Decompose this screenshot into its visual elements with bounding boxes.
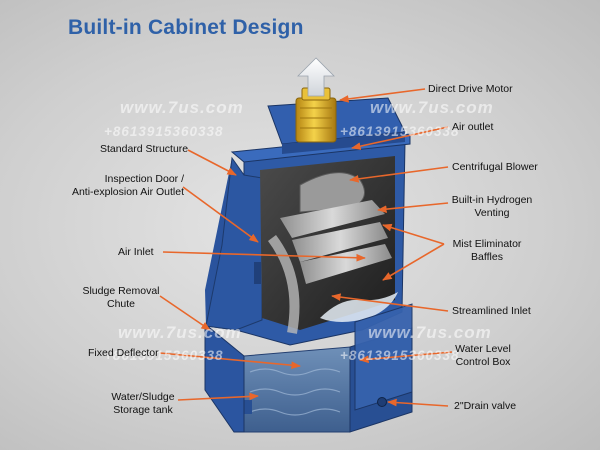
label-inspection-door-line1: Inspection Door / bbox=[58, 173, 184, 186]
label-water-level-line1: Water Level bbox=[452, 343, 514, 356]
label-water-level-line2: Control Box bbox=[452, 356, 514, 369]
cabinet-interior bbox=[260, 156, 398, 333]
watermark-site: www.7us.com bbox=[120, 98, 244, 118]
label-mist-eliminator-line1: Mist Eliminator bbox=[446, 238, 528, 251]
label-storage-tank-line1: Water/Sludge bbox=[104, 391, 182, 404]
label-storage-tank: Water/Sludge Storage tank bbox=[104, 391, 182, 416]
label-air-outlet: Air outlet bbox=[452, 121, 493, 134]
label-drain-valve: 2"Drain valve bbox=[454, 400, 516, 413]
label-fixed-deflector: Fixed Deflector bbox=[88, 347, 159, 360]
watermark-site: www.7us.com bbox=[368, 323, 492, 343]
label-hydrogen-venting: Built-in Hydrogen Venting bbox=[448, 194, 536, 219]
label-centrifugal-blower: Centrifugal Blower bbox=[452, 161, 538, 174]
watermark-phone: +8613915360338 bbox=[340, 124, 460, 139]
label-hydrogen-venting-line1: Built-in Hydrogen bbox=[448, 194, 536, 207]
label-air-inlet: Air Inlet bbox=[118, 246, 154, 259]
label-storage-tank-line2: Storage tank bbox=[104, 404, 182, 417]
label-standard-structure: Standard Structure bbox=[100, 143, 188, 156]
label-water-level-box: Water Level Control Box bbox=[452, 343, 514, 368]
watermark-phone: +8613915360338 bbox=[340, 348, 460, 363]
watermark-site: www.7us.com bbox=[118, 323, 242, 343]
label-sludge-chute: Sludge Removal Chute bbox=[80, 285, 162, 310]
label-inspection-door-line2: Anti-explosion Air Outlet bbox=[58, 186, 184, 199]
label-hydrogen-venting-line2: Venting bbox=[448, 207, 536, 220]
label-streamlined-inlet: Streamlined Inlet bbox=[452, 305, 531, 318]
label-mist-eliminator: Mist Eliminator Baffles bbox=[446, 238, 528, 263]
label-sludge-chute-line1: Sludge Removal bbox=[80, 285, 162, 298]
drain-valve-icon bbox=[378, 398, 387, 407]
label-sludge-chute-line2: Chute bbox=[80, 298, 162, 311]
watermark-site: www.7us.com bbox=[370, 98, 494, 118]
label-direct-drive-motor: Direct Drive Motor bbox=[428, 83, 513, 96]
label-mist-eliminator-line2: Baffles bbox=[446, 251, 528, 264]
watermark-phone: +8613915360338 bbox=[104, 124, 224, 139]
label-inspection-door: Inspection Door / Anti-explosion Air Out… bbox=[58, 173, 184, 198]
